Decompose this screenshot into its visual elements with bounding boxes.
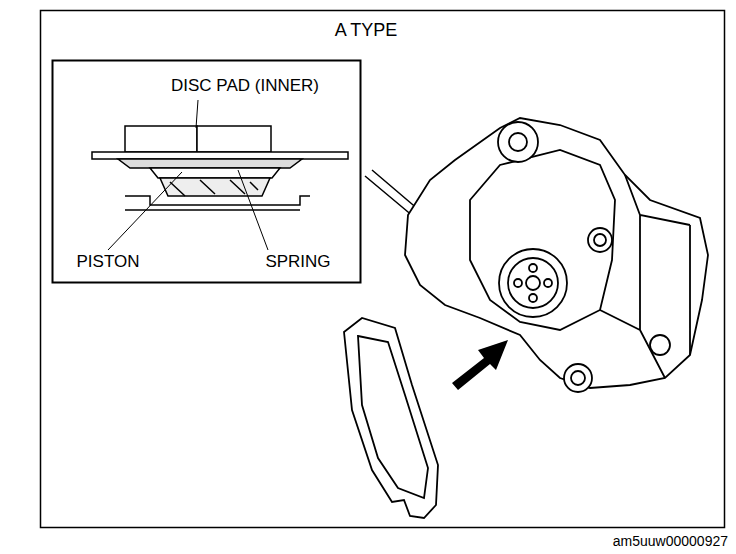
part-label-text: PISTON — [77, 252, 140, 271]
pad-section — [92, 126, 348, 210]
caliper-body — [405, 118, 708, 392]
inset-frame — [53, 61, 361, 283]
part-label-text: DISC PAD (INNER) — [171, 76, 319, 95]
install-arrow — [452, 340, 508, 390]
figure-code-text: am5uuw00000927 — [613, 533, 728, 549]
part-label-text: SPRING — [265, 252, 330, 271]
diagram-title-text: A TYPE — [335, 20, 398, 40]
part-label: PISTON — [77, 252, 140, 272]
part-label: SPRING — [265, 252, 330, 272]
figure-code: am5uuw00000927 — [613, 532, 728, 550]
part-label: DISC PAD (INNER) — [171, 76, 319, 96]
diagram-title: A TYPE — [335, 20, 398, 41]
frame — [41, 11, 725, 528]
leader-line — [108, 100, 268, 250]
disc-pad — [344, 318, 438, 518]
